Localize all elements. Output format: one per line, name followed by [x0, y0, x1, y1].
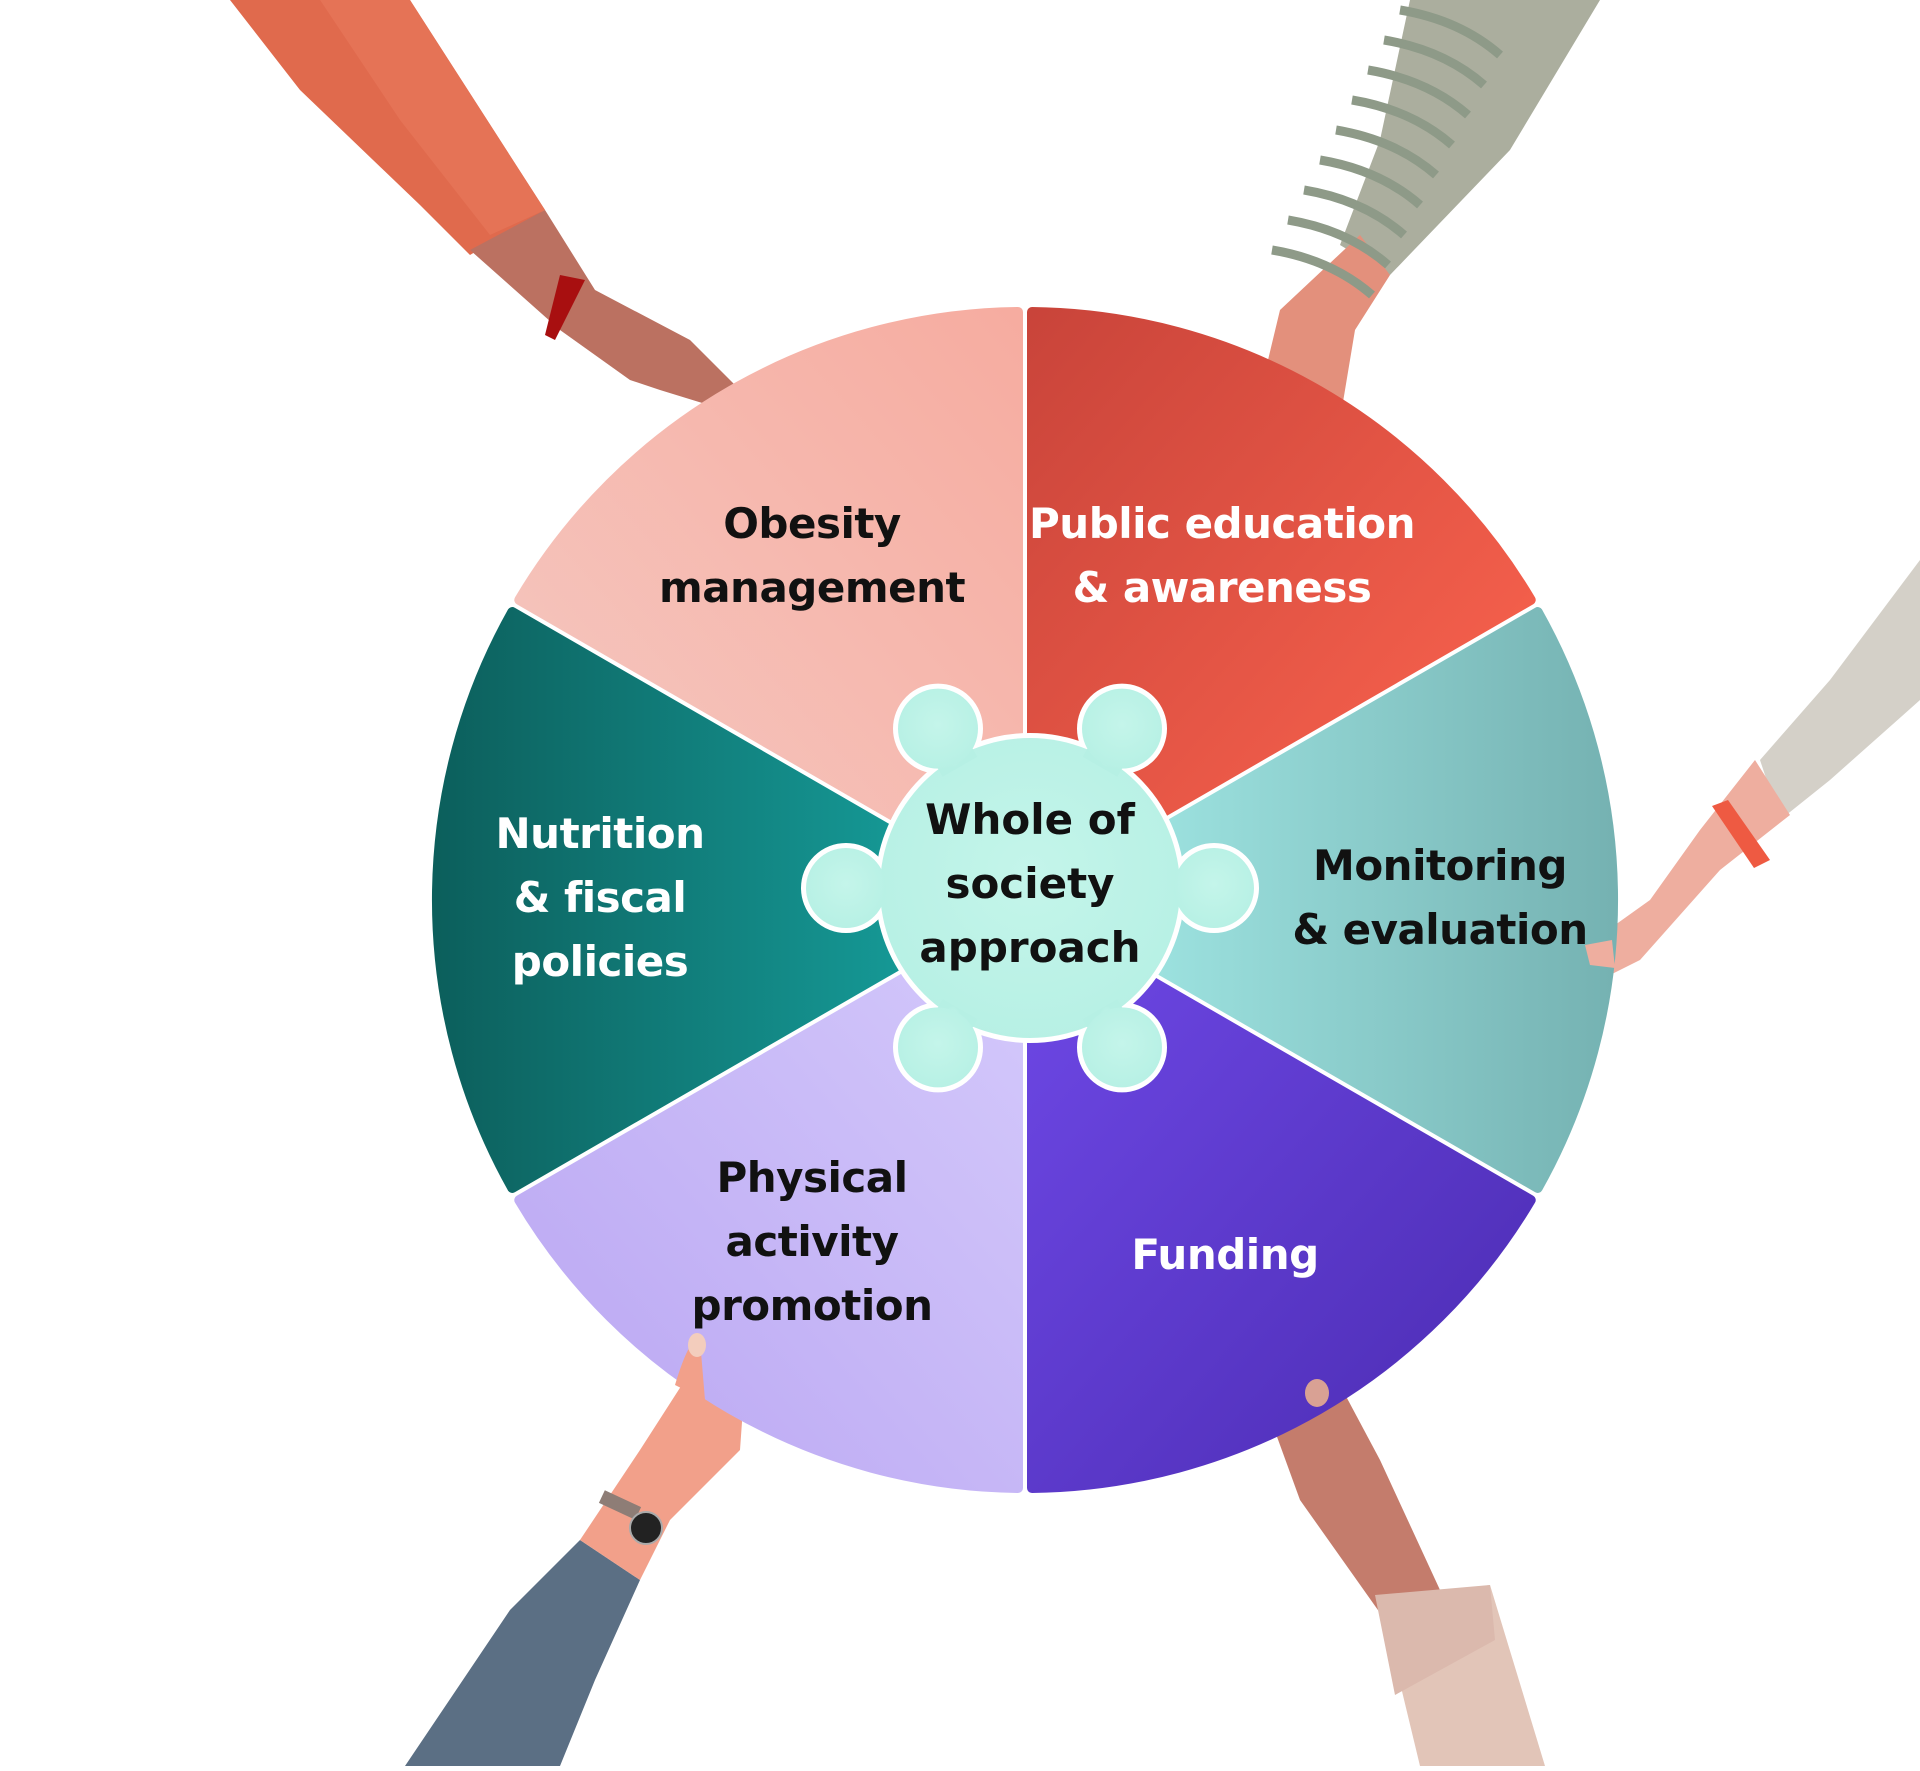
label-line: activity — [725, 1217, 899, 1266]
segment-label-monitoring-evaluation: Monitoring & evaluation — [1292, 834, 1588, 962]
puzzle-piece — [801, 683, 1259, 1093]
segment-monitoring-evaluation — [1058, 607, 1619, 1193]
fingernail-icon — [688, 1333, 706, 1357]
center-label-line: Whole of — [925, 795, 1135, 844]
center-label-line: approach — [919, 923, 1141, 972]
label-line: & evaluation — [1292, 905, 1588, 954]
segment-label-public-education: Public education & awareness — [1029, 492, 1415, 620]
label-line: management — [658, 563, 966, 612]
label-line: Monitoring — [1313, 841, 1567, 890]
label-line: Physical — [716, 1153, 908, 1202]
label-line: Public education — [1029, 499, 1415, 548]
hands-layer — [230, 0, 1920, 1766]
fingers-layer — [675, 940, 1615, 1407]
label-line: promotion — [691, 1281, 933, 1330]
label-line: & awareness — [1072, 563, 1372, 612]
sleeve-stripes — [1271, 5, 1503, 299]
thumb-tip-icon — [1305, 1379, 1329, 1407]
segment-nutrition-fiscal — [431, 607, 992, 1193]
segment-label-physical-activity: Physical activity promotion — [692, 1146, 933, 1338]
segment-physical-activity — [514, 921, 1023, 1493]
segment-label-funding: Funding — [1131, 1223, 1319, 1287]
label-line: Funding — [1131, 1230, 1319, 1279]
arm-top-left — [230, 0, 740, 431]
label-line: Obesity — [723, 499, 901, 548]
segment-label-nutrition-fiscal: Nutrition & fiscal policies — [496, 802, 705, 994]
arm-right — [1580, 560, 1920, 980]
arm-bottom-right — [1260, 1385, 1545, 1766]
center-label: Whole of society approach — [919, 788, 1140, 980]
arm-bottom-left — [405, 1340, 745, 1766]
label-line: & fiscal — [513, 873, 687, 922]
center-label-line: society — [945, 859, 1115, 908]
label-line: Nutrition — [495, 809, 705, 858]
center-puzzle-piece — [801, 683, 1259, 1093]
arm-top-right — [1268, 0, 1600, 434]
label-line: policies — [511, 937, 689, 986]
fingertip-icon — [1585, 940, 1615, 968]
segment-label-obesity-management: Obesity management — [658, 492, 966, 620]
